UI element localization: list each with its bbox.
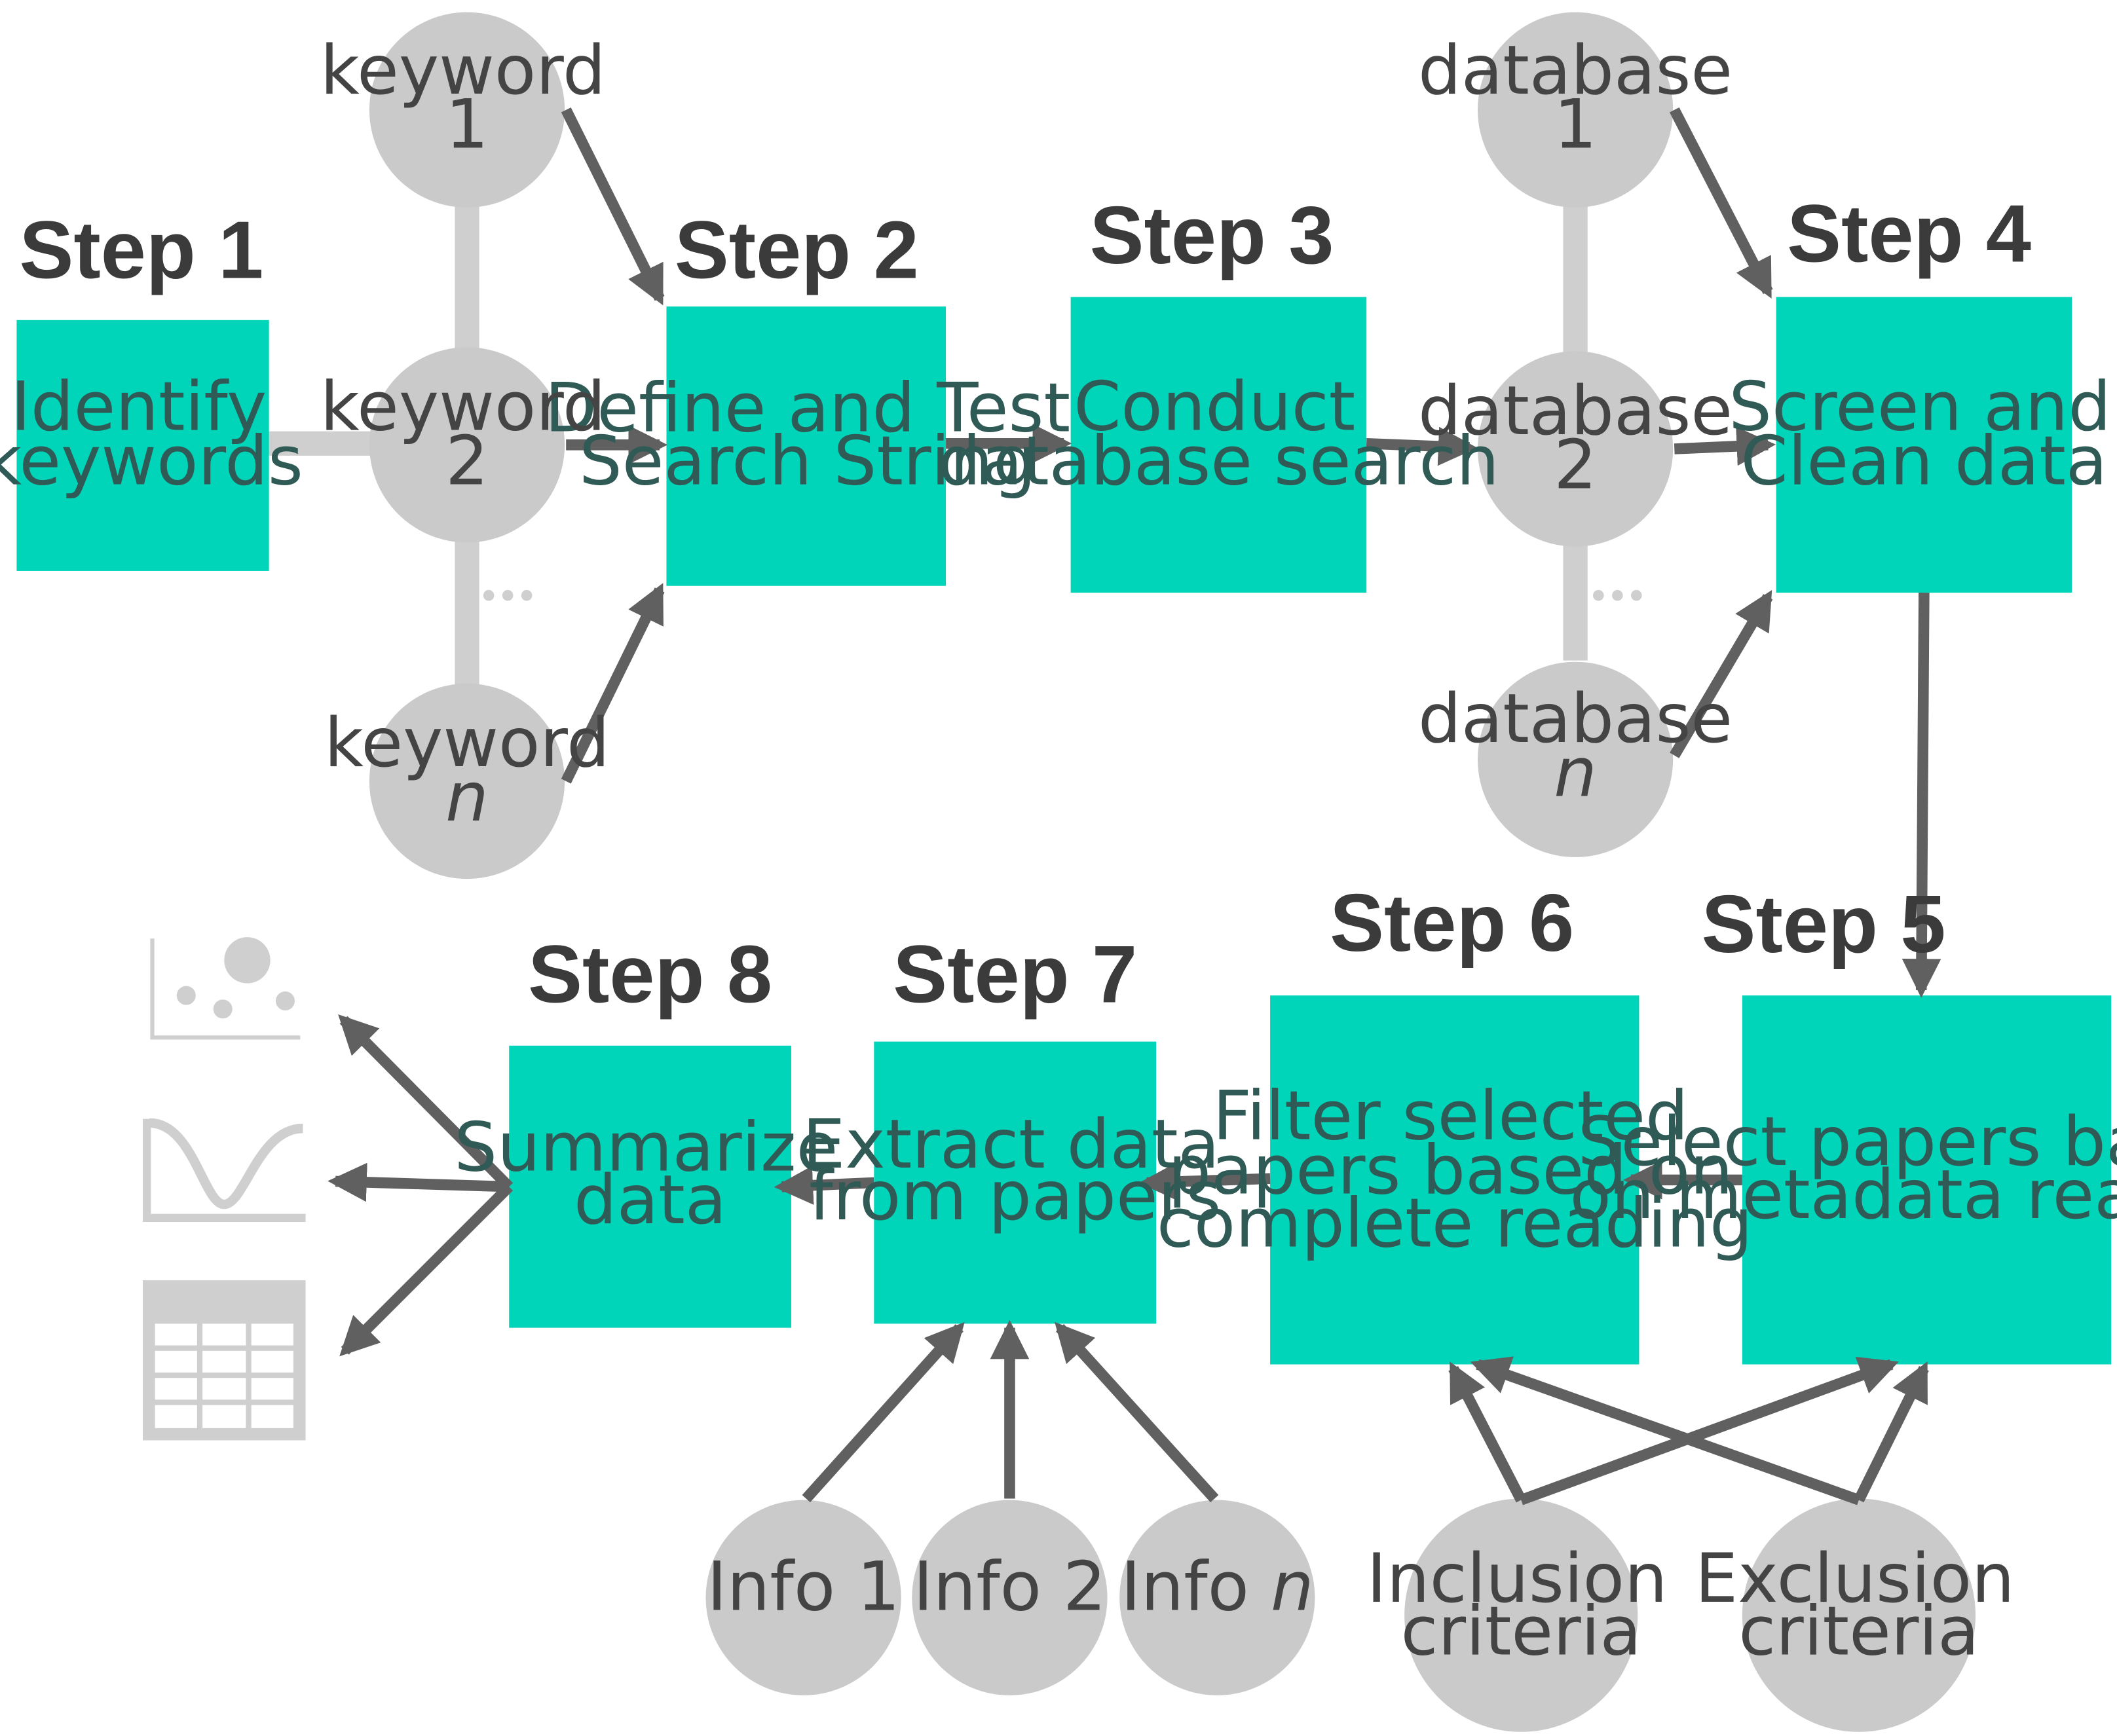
step3-label: Step 3 <box>1090 191 1334 281</box>
curve-chart-icon <box>143 1118 306 1223</box>
arrow-inclusion-step6 <box>1448 1361 1526 1503</box>
info1-label: Info 1 <box>707 1547 900 1626</box>
databasen-index: n <box>1554 734 1597 813</box>
table-icon <box>143 1280 306 1441</box>
step4-text-line2: Clean data <box>1740 422 2107 500</box>
step1-text-line2: keywords <box>0 422 303 500</box>
step4-box <box>1776 297 2072 593</box>
step7-box <box>874 1041 1157 1324</box>
exclusion-node <box>1742 1498 1976 1732</box>
step6-text-line3: complete reading <box>1157 1184 1753 1263</box>
step5-text-line1: Select papers based <box>1578 1103 2117 1181</box>
step5-text-line2: on metadata reading <box>1570 1156 2117 1234</box>
step1-label: Step 1 <box>20 206 264 296</box>
keywordn-index: n <box>445 758 489 837</box>
step3-box <box>1070 297 1367 593</box>
step2-text-line1: Define and Test <box>545 369 1071 448</box>
arrow-step8-scatter <box>338 1014 514 1191</box>
exclusion-label-line1: Exclusion <box>1695 1540 2015 1618</box>
step5-label: Step 5 <box>1702 879 1946 970</box>
keywordn-label: keyword <box>324 704 610 783</box>
infon-node <box>1119 1500 1315 1695</box>
arrow-infon-step7 <box>1055 1321 1219 1503</box>
step8-text-line2: data <box>574 1161 726 1240</box>
step7-label: Step 7 <box>893 930 1137 1020</box>
step4-text-line1: Screen and <box>1729 368 2111 447</box>
arrow-step4-step5 <box>1902 593 1941 998</box>
database2-index: 2 <box>1554 426 1597 505</box>
databasen-label: database <box>1418 680 1733 758</box>
scatter-plot-icon <box>150 937 301 1040</box>
arrow-keywordn-step2 <box>561 583 665 784</box>
database1-index: 1 <box>1554 86 1597 164</box>
inclusion-node <box>1404 1498 1638 1732</box>
keyword1-index: 1 <box>445 86 489 164</box>
keyword1-label: keyword <box>320 31 606 110</box>
step6-box <box>1270 995 1639 1365</box>
arrow-keyword1-step2 <box>561 107 665 306</box>
info1-node <box>705 1500 901 1695</box>
arrow-step8-curve <box>328 1162 510 1202</box>
keyword2-node <box>369 347 565 543</box>
info2-node <box>912 1500 1108 1695</box>
step2-label: Step 2 <box>675 206 919 296</box>
database1-node <box>1477 12 1674 208</box>
inclusion-label-line2: criteria <box>1401 1593 1641 1671</box>
arrows <box>328 107 1941 1505</box>
step7-text-line1: Extract data <box>802 1105 1220 1184</box>
keyword-ellipsis <box>483 589 533 601</box>
step1-box <box>16 320 269 571</box>
inclusion-label-line1: Inclusion <box>1366 1540 1667 1618</box>
arrow-step8-table <box>339 1183 514 1357</box>
arrow-database1-step4 <box>1669 107 1773 299</box>
arrow-step6-step7 <box>1138 1162 1271 1202</box>
exclusion-label-line2: criteria <box>1738 1593 1979 1671</box>
keyword2-label: keyword <box>320 368 606 447</box>
step2-text-line2: Search String <box>579 422 1036 500</box>
database-ellipsis <box>1593 589 1642 601</box>
step3-text-line1: Conduct <box>1074 368 1355 447</box>
arrow-info1-step7 <box>802 1321 965 1503</box>
step5-box <box>1742 995 2112 1365</box>
step6-label: Step 6 <box>1330 878 1574 969</box>
arrow-exclusion-step5 <box>1854 1361 1929 1503</box>
arrow-inclusion-step5 <box>1519 1356 1899 1505</box>
step1-text-line1: Identify <box>10 368 267 447</box>
keyword2-index: 2 <box>445 422 489 500</box>
step8-label: Step 8 <box>528 930 772 1020</box>
step6-text-line1: Filter selected <box>1212 1077 1688 1156</box>
arrow-exclusion-step6 <box>1470 1356 1861 1505</box>
databasen-node <box>1477 661 1674 857</box>
step2-box <box>666 306 946 586</box>
database2-node <box>1477 351 1674 547</box>
step3-text-line2: database search <box>938 422 1499 500</box>
keywordn-node <box>369 683 565 879</box>
keyword1-node <box>369 12 565 208</box>
step8-box <box>509 1045 791 1328</box>
database1-label: database <box>1418 31 1733 110</box>
step4-label: Step 4 <box>1787 189 2031 280</box>
infon-label: Info n <box>1121 1547 1314 1626</box>
step7-text-line2: from papers <box>809 1157 1221 1236</box>
arrow-step7-step8 <box>774 1166 874 1205</box>
arrow-databasen-step4 <box>1670 590 1773 758</box>
database2-label: database <box>1418 372 1733 451</box>
arrow-step3-database2 <box>1366 426 1478 466</box>
info2-label: Info 2 <box>913 1547 1106 1626</box>
step8-text-line1: Summarize <box>454 1108 838 1187</box>
arrow-database2-step4 <box>1674 426 1776 466</box>
step6-text-line2: papers based on <box>1168 1132 1733 1210</box>
